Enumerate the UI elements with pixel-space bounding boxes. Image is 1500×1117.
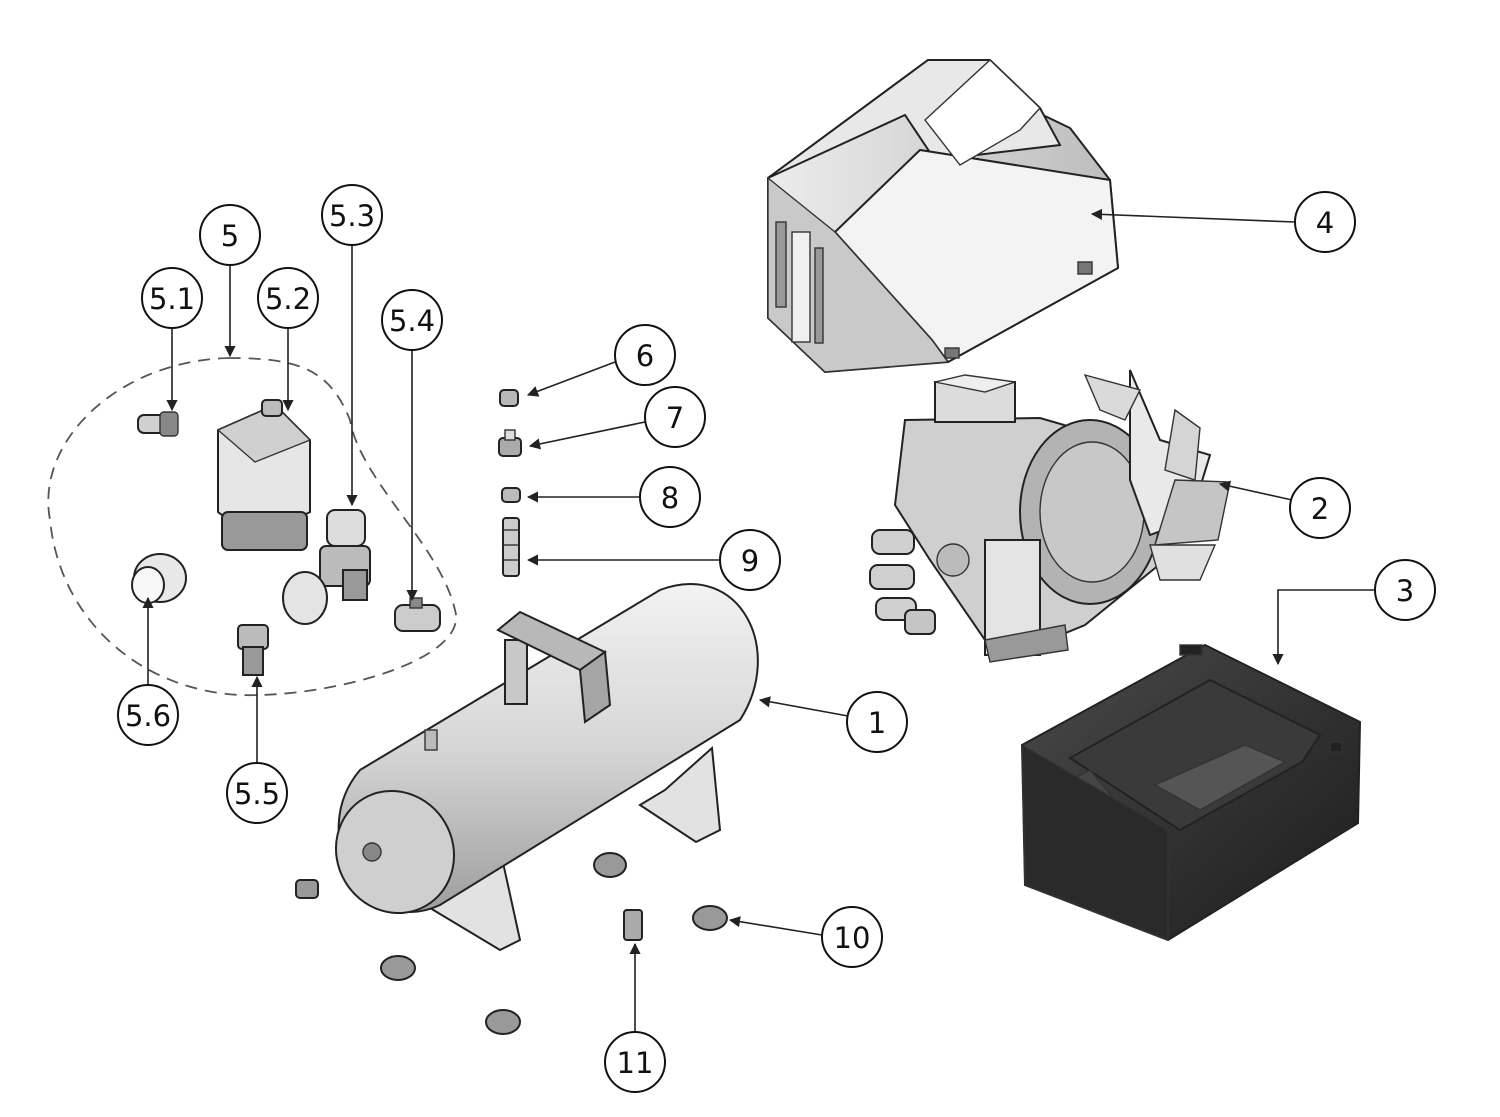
callout-circle [117, 684, 179, 746]
callout-label: 5.6 [125, 699, 171, 733]
callout-label: 10 [834, 921, 871, 955]
cover-shroud [767, 58, 1120, 374]
callout-label: 3 [1396, 574, 1414, 608]
side-fitting [295, 879, 319, 899]
callout-circle [719, 529, 781, 591]
callout-c5: 5 [199, 204, 261, 266]
callout-label: 9 [741, 544, 759, 578]
callout-c5-6: 5.6 [117, 684, 179, 746]
callout-circle [381, 289, 443, 351]
nut-8 [501, 487, 521, 503]
valve-5-4 [394, 597, 441, 632]
callout-label: 2 [1311, 492, 1329, 526]
callout-label: 5.4 [389, 304, 435, 338]
callout-c5-5: 5.5 [226, 762, 288, 824]
callout-c5-2: 5.2 [257, 267, 319, 329]
nut-6 [499, 389, 519, 407]
callout-c5-4: 5.4 [381, 289, 443, 351]
leader-c10 [728, 916, 823, 936]
regulator-5-3 [282, 509, 371, 625]
callout-label: 4 [1316, 206, 1334, 240]
callout-c1: 1 [846, 691, 908, 753]
callout-c5-3: 5.3 [321, 184, 383, 246]
callout-circle [644, 386, 706, 448]
callout-c9: 9 [719, 529, 781, 591]
leader-c7 [528, 421, 646, 450]
callout-circle [846, 691, 908, 753]
callout-c6: 6 [614, 324, 676, 386]
callout-circle [226, 762, 288, 824]
callout-c4: 4 [1294, 191, 1356, 253]
spring-9 [502, 517, 520, 577]
callout-c11: 11 [604, 1031, 666, 1093]
base-tray [1020, 643, 1362, 942]
callout-label: 5.5 [234, 777, 280, 811]
callout-circle [639, 466, 701, 528]
fitting-5-1 [137, 411, 179, 437]
leader-c1 [758, 696, 849, 717]
callout-circle [257, 267, 319, 329]
fitting-5-5 [237, 624, 269, 676]
leader-lines [142, 208, 1375, 1032]
callout-label: 8 [661, 481, 679, 515]
callouts: 1 2 3 4 5 5.1 5.2 5.3 5.4 5.5 5.6 67 8 9 10 11 [117, 184, 1436, 1093]
callout-c2: 2 [1289, 477, 1351, 539]
callout-c7: 7 [644, 386, 706, 448]
callout-label: 6 [636, 339, 654, 373]
callout-label: 5.2 [265, 282, 311, 316]
callout-c10: 10 [821, 906, 883, 968]
callout-circle [1374, 559, 1436, 621]
callout-circle [821, 906, 883, 968]
rubber-feet-10 [380, 852, 728, 1035]
pump-cylinders [869, 529, 936, 635]
callout-label: 7 [666, 401, 684, 435]
callout-circle [321, 184, 383, 246]
callout-label: 11 [617, 1046, 654, 1080]
callout-circle [1289, 477, 1351, 539]
callout-circle [199, 204, 261, 266]
callout-circle [604, 1031, 666, 1093]
callout-c8: 8 [639, 466, 701, 528]
callout-c3: 3 [1374, 559, 1436, 621]
group-5-outline [47, 357, 457, 697]
callout-c5-1: 5.1 [141, 267, 203, 329]
callout-label: 5.1 [149, 282, 195, 316]
leader-c3 [1272, 589, 1375, 666]
callout-label: 5 [221, 219, 239, 253]
air-tank [334, 583, 759, 952]
tank-bracket [496, 610, 612, 724]
gauge-5-6 [131, 553, 187, 604]
callout-circle [141, 267, 203, 329]
callout-circle [1294, 191, 1356, 253]
motor-pump-assembly [869, 369, 1231, 663]
leader-c4 [1090, 208, 1296, 223]
fitting-7 [498, 429, 522, 457]
pressure-switch-5-2 [216, 399, 312, 551]
callout-label: 1 [868, 706, 886, 740]
drain-valve-11 [623, 909, 643, 941]
callout-circle [614, 324, 676, 386]
leader-c6 [526, 361, 616, 397]
callout-label: 5.3 [329, 199, 375, 233]
leader-c2 [1218, 480, 1293, 501]
